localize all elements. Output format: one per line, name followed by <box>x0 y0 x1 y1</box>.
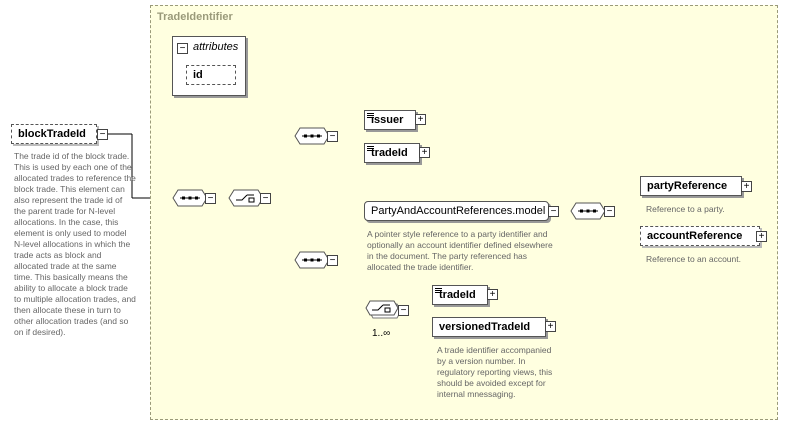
element-label: issuer <box>371 114 404 126</box>
element-label: versionedTradeId <box>439 321 531 333</box>
root-element-block-trade-id[interactable]: blockTradeId <box>11 124 97 144</box>
element-label: tradeId <box>439 289 476 301</box>
documentation-icon <box>435 288 442 289</box>
group-label: PartyAndAccountReferences.model <box>371 205 546 217</box>
expand-icon[interactable]: + <box>545 321 556 332</box>
expand-icon[interactable]: + <box>487 289 498 300</box>
collapse-icon[interactable]: − <box>177 43 188 54</box>
collapse-icon[interactable]: − <box>604 206 615 217</box>
collapse-icon[interactable]: − <box>327 131 338 142</box>
documentation-icon <box>367 146 374 147</box>
root-element-description: The trade id of the block trade. This is… <box>14 151 136 337</box>
group-party-and-account-references[interactable]: PartyAndAccountReferences.model <box>364 201 549 221</box>
collapse-icon[interactable]: − <box>97 129 108 140</box>
collapse-icon[interactable]: − <box>205 193 216 204</box>
expand-icon[interactable]: + <box>756 231 767 242</box>
sequence-icon[interactable] <box>294 251 330 269</box>
element-party-reference[interactable]: partyReference <box>640 176 742 196</box>
party-reference-description: Reference to a party. <box>646 204 725 214</box>
element-label: accountReference <box>647 230 743 242</box>
sequence-icon[interactable] <box>172 189 208 207</box>
element-trade-id-choice[interactable]: tradeId <box>432 285 488 305</box>
expand-icon[interactable]: + <box>741 181 752 192</box>
element-label: partyReference <box>647 180 728 192</box>
element-issuer[interactable]: issuer <box>364 110 416 130</box>
attribute-id[interactable]: id <box>186 65 236 85</box>
versioned-trade-id-description: A trade identifier accompanied by a vers… <box>437 345 553 399</box>
expand-icon[interactable]: + <box>415 114 426 125</box>
root-element-label: blockTradeId <box>18 128 86 140</box>
occurrence-label: 1..∞ <box>372 328 391 339</box>
element-versioned-trade-id[interactable]: versionedTradeId <box>432 317 546 337</box>
complex-type-title: TradeIdentifier <box>157 11 233 23</box>
attributes-title: attributes <box>193 41 239 53</box>
documentation-icon <box>367 113 374 114</box>
sequence-icon[interactable] <box>294 127 330 145</box>
choice-icon[interactable] <box>228 189 264 207</box>
collapse-icon[interactable]: − <box>398 305 409 316</box>
element-account-reference[interactable]: accountReference <box>640 226 760 246</box>
expand-icon[interactable]: + <box>419 147 430 158</box>
group-description: A pointer style reference to a party ide… <box>367 229 553 272</box>
attributes-box: − attributes id <box>172 36 246 96</box>
choice-icon[interactable] <box>364 299 402 321</box>
element-label: tradeId <box>371 147 408 159</box>
sequence-icon[interactable] <box>570 202 606 220</box>
account-reference-description: Reference to an account. <box>646 254 741 264</box>
collapse-icon[interactable]: − <box>260 193 271 204</box>
collapse-icon[interactable]: − <box>548 206 559 217</box>
element-trade-id[interactable]: tradeId <box>364 143 420 163</box>
collapse-icon[interactable]: − <box>327 255 338 266</box>
